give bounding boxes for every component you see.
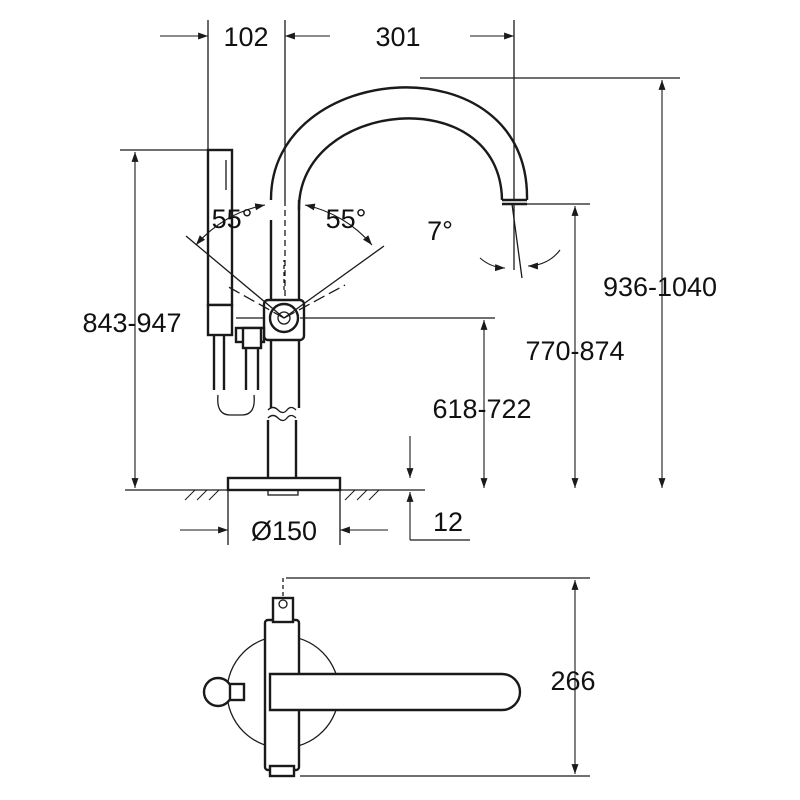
dim-base-thickness: 12 <box>433 507 463 537</box>
gooseneck-spout <box>269 86 529 211</box>
top-dimensions <box>160 20 515 200</box>
dim-base-diameter: Ø150 <box>251 516 317 546</box>
dim-plan-depth: 266 <box>550 666 595 696</box>
base-plate <box>226 476 342 496</box>
spout-tilt-angle <box>479 203 561 279</box>
dim-total-height: 936-1040 <box>603 272 717 302</box>
dim-handshower-height: 843-947 <box>82 308 181 338</box>
vertical-dimensions <box>120 77 680 541</box>
dim-spout-reach: 301 <box>375 22 420 52</box>
dim-right-angle: 55° <box>326 204 367 234</box>
dim-lever-height: 618-722 <box>432 394 531 424</box>
dim-handshower-offset: 102 <box>223 22 268 52</box>
hand-shower <box>206 148 263 416</box>
dim-spout-tilt: 7° <box>427 216 453 246</box>
dim-left-angle: 55° <box>212 204 253 234</box>
plan-view: 266 <box>202 577 596 778</box>
riser-column <box>266 200 301 478</box>
dim-spout-outlet-height: 770-874 <box>525 336 624 366</box>
lever-range-lines <box>185 203 385 319</box>
plan-depth-dimension <box>286 577 590 777</box>
plan-side-knob <box>202 676 246 708</box>
elevation-view: 102 301 55° 55° 7° 936-1040 843-947 770-… <box>82 20 717 546</box>
plan-spout <box>268 672 522 712</box>
base-diameter-dimension <box>180 490 388 545</box>
